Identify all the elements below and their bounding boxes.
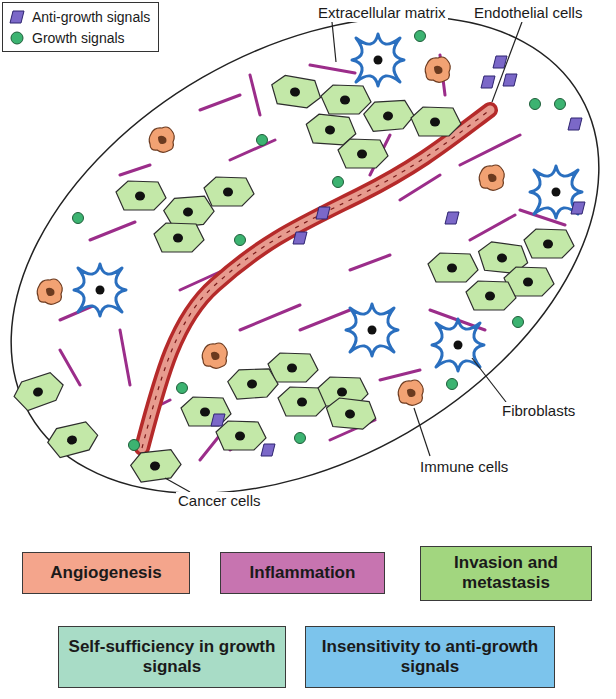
hallmark-label: Inflammation <box>250 563 356 583</box>
hallmark-label: Self-sufficiency in growth signals <box>67 637 277 678</box>
hallmark-label: Angiogenesis <box>50 563 161 583</box>
part-label: Cancer cells <box>176 492 263 510</box>
hallmark-box: Angiogenesis <box>22 552 190 594</box>
legend-row: Anti-growth signals <box>9 6 150 27</box>
legend-row: Growth signals <box>9 27 150 48</box>
part-label: Immune cells <box>418 458 510 476</box>
part-label: Fibroblasts <box>500 402 577 420</box>
legend-swatch <box>9 30 25 46</box>
hallmark-box: Insensitivity to anti-growth signals <box>305 626 555 688</box>
part-label: Endothelial cells <box>472 4 584 22</box>
hallmark-label: Invasion and metastasis <box>429 553 583 594</box>
hallmark-box: Invasion and metastasis <box>420 546 592 601</box>
legend-text: Anti-growth signals <box>32 9 150 25</box>
hallmark-box: Inflammation <box>220 552 385 594</box>
legend-text: Growth signals <box>32 30 125 46</box>
hallmark-label: Insensitivity to anti-growth signals <box>314 637 546 678</box>
legend-swatch <box>9 9 25 25</box>
part-label: Extracellular matrix <box>316 4 448 22</box>
legend: Anti-growth signalsGrowth signals <box>2 2 159 52</box>
hallmark-box: Self-sufficiency in growth signals <box>58 626 286 688</box>
